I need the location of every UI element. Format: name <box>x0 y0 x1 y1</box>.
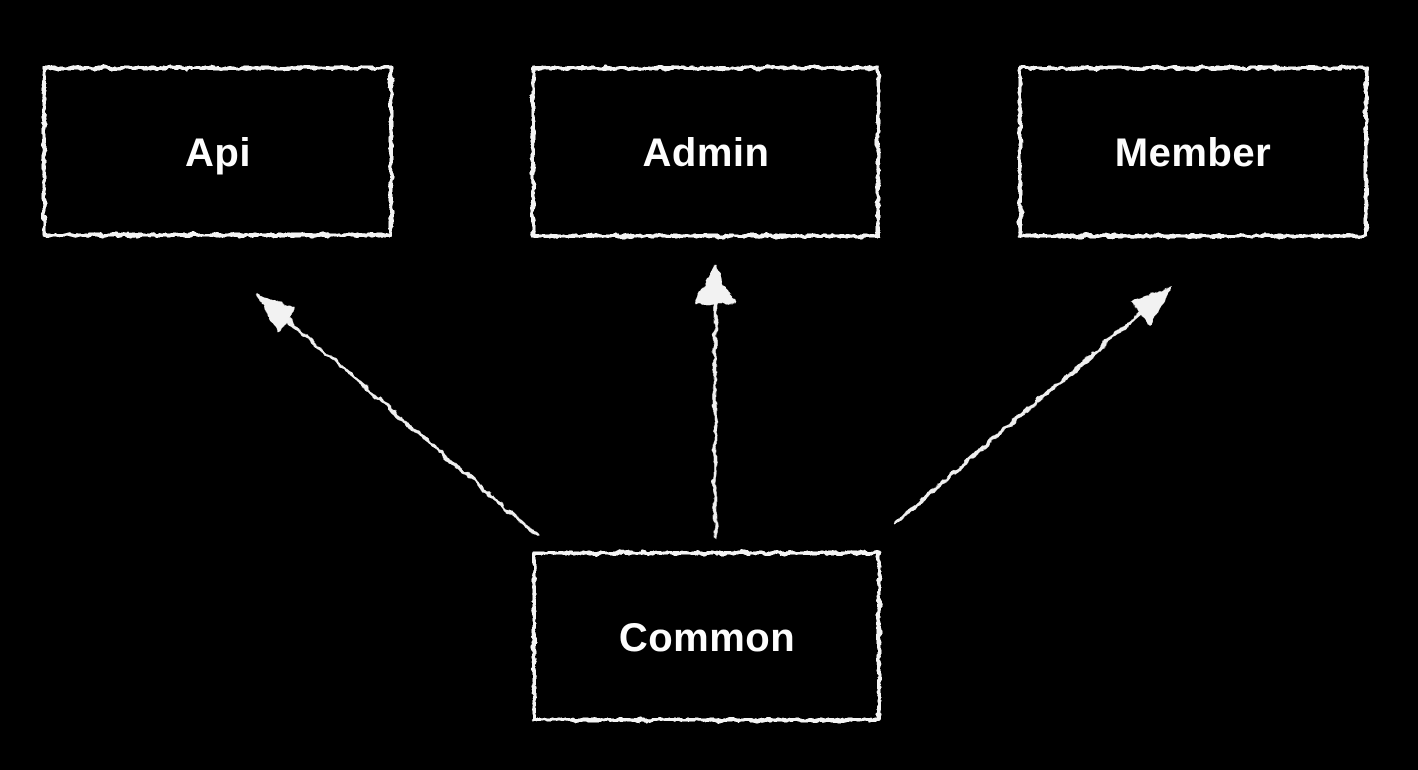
edge-common-to-api <box>256 293 539 537</box>
edge-common-to-admin-arrowhead <box>694 266 736 304</box>
edge-common-to-member-arrowhead <box>1131 286 1173 325</box>
node-label-api: Api <box>185 131 251 175</box>
edge-common-to-member <box>893 286 1173 525</box>
edge-common-to-api-line <box>285 318 539 537</box>
edge-layer <box>256 266 1173 539</box>
node-label-admin: Admin <box>643 131 770 175</box>
edge-common-to-api-arrowhead <box>256 293 297 332</box>
node-label-common: Common <box>619 616 795 660</box>
node-box-admin <box>531 66 880 238</box>
node-box-member <box>1018 66 1368 238</box>
node-layer <box>42 66 1368 722</box>
edge-common-to-member-line <box>893 311 1143 525</box>
edge-common-to-admin <box>694 266 736 539</box>
node-label-member: Member <box>1115 131 1271 175</box>
node-box-api <box>42 66 393 237</box>
node-box-common <box>532 551 881 722</box>
